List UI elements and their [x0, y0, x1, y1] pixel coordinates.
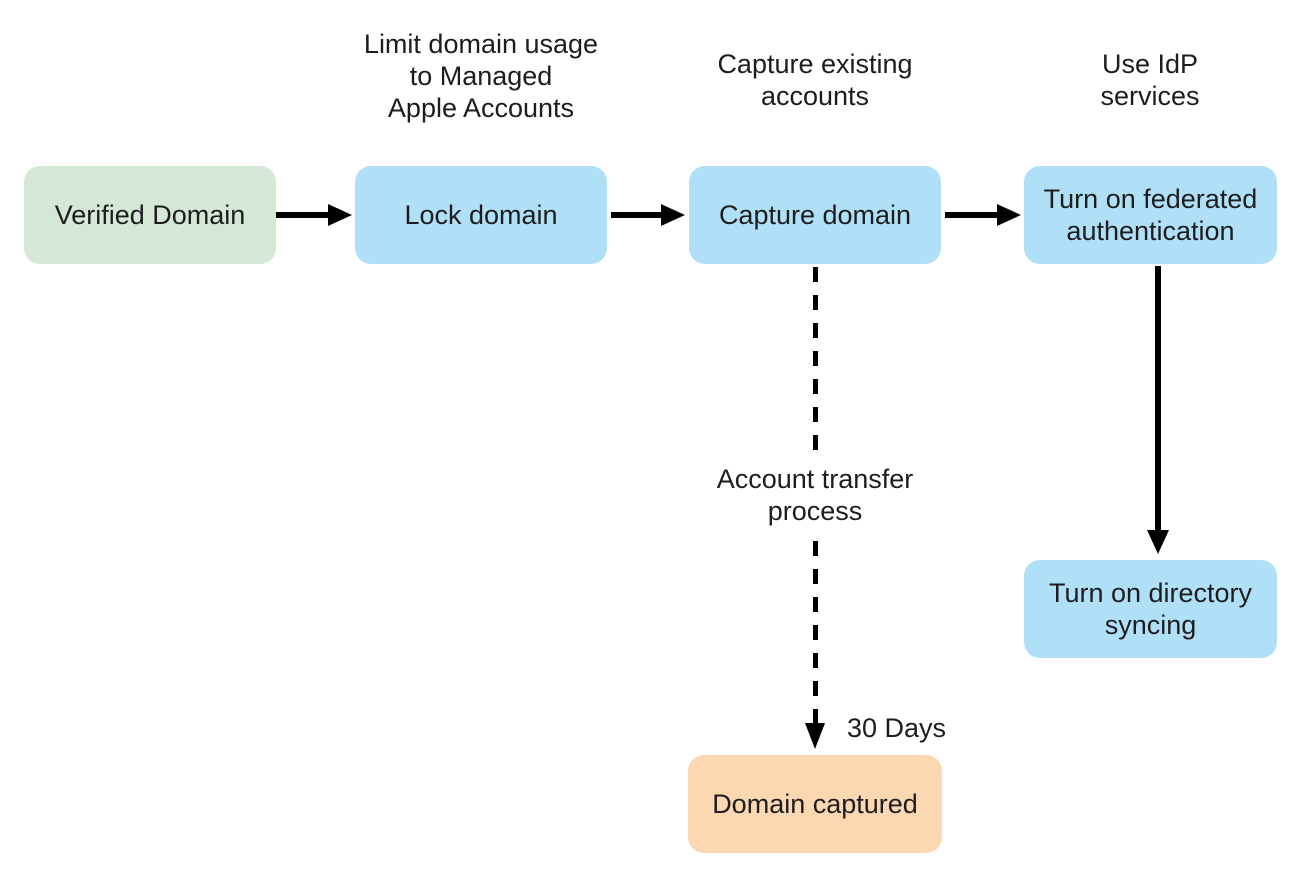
arrow-down-icon: [805, 723, 825, 749]
arrow-verified-to-lock-line: [276, 212, 328, 218]
node-label: Verified Domain: [54, 200, 246, 230]
arrow-lock-to-capture-line: [611, 212, 661, 218]
node-capture-domain: Capture domain: [689, 166, 941, 264]
node-verified-domain: Verified Domain: [24, 166, 276, 264]
annotation-30-days: 30 Days: [847, 713, 947, 743]
annotation-line: Capture existing: [717, 49, 913, 79]
node-label: Turn on directory syncing: [1048, 578, 1253, 640]
annotation-limit-domain-usage: Limit domain usage to Managed Apple Acco…: [331, 28, 631, 124]
node-label: Capture domain: [718, 200, 912, 230]
annotation-line: Apple Accounts: [387, 93, 575, 123]
node-label: Domain captured: [712, 789, 918, 819]
node-label: Lock domain: [404, 200, 558, 230]
node-turn-on-federated-authentication: Turn on federated authentication: [1024, 166, 1277, 264]
annotation-line: Limit domain usage: [363, 29, 599, 59]
dashed-arrow-upper-segment: [813, 267, 818, 452]
arrow-right-icon: [997, 204, 1021, 226]
annotation-line: accounts: [760, 81, 870, 111]
annotation-use-idp-services: Use IdP services: [1000, 48, 1296, 112]
annotation-line: services: [1100, 81, 1200, 111]
annotation-capture-existing-accounts: Capture existing accounts: [665, 48, 965, 112]
annotation-line: process: [767, 496, 863, 526]
arrow-down-icon: [1147, 530, 1169, 554]
node-lock-domain: Lock domain: [355, 166, 607, 264]
annotation-line: Use IdP: [1101, 49, 1199, 79]
arrow-capture-to-federated-line: [945, 212, 997, 218]
annotation-account-transfer-process: Account transfer process: [665, 463, 965, 527]
dashed-arrow-lower-segment: [813, 541, 818, 723]
annotation-line: to Managed: [409, 61, 553, 91]
node-label: Turn on federated authentication: [1043, 184, 1258, 246]
node-turn-on-directory-syncing: Turn on directory syncing: [1024, 560, 1277, 658]
arrow-right-icon: [661, 204, 685, 226]
arrow-right-icon: [328, 204, 352, 226]
node-domain-captured: Domain captured: [688, 755, 942, 853]
annotation-line: Account transfer: [716, 464, 914, 494]
arrow-federated-to-syncing-line: [1155, 266, 1161, 530]
